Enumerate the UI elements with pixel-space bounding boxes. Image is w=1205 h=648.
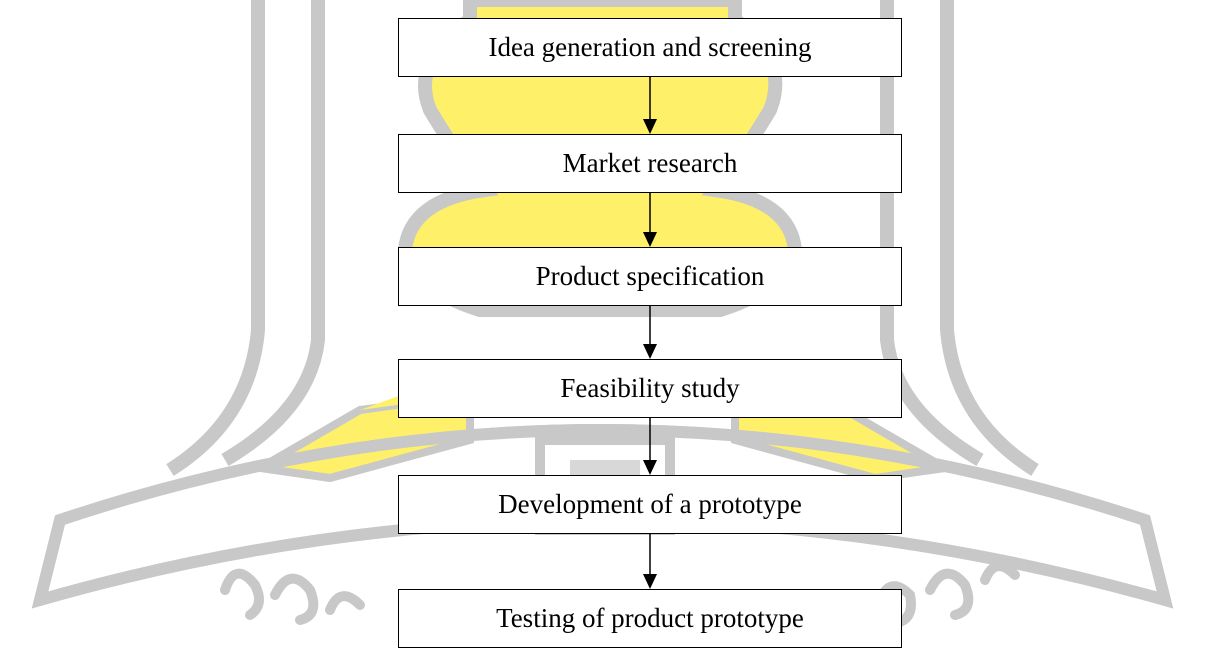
arrowhead-4: [643, 460, 657, 475]
step-product-specification: Product specification: [398, 247, 902, 306]
arrowhead-5: [643, 574, 657, 589]
step-idea-generation: Idea generation and screening: [398, 18, 902, 77]
arrowhead-1: [643, 119, 657, 134]
watermark-right-arch-outer: [940, 0, 1039, 476]
watermark-left-arch-outer: [166, 0, 265, 476]
watermark-script-left: [220, 568, 365, 625]
step-prototype-testing: Testing of product prototype: [398, 589, 902, 648]
watermark-left-arch-inner: [221, 0, 325, 467]
arrowhead-3: [643, 344, 657, 359]
step-market-research: Market research: [398, 134, 902, 193]
watermark-outer-band-2: [203, 424, 1002, 483]
step-prototype-development: Development of a prototype: [398, 475, 902, 534]
watermark-right-arch-inner: [880, 0, 984, 467]
step-feasibility-study: Feasibility study: [398, 359, 902, 418]
arrowhead-2: [643, 232, 657, 247]
